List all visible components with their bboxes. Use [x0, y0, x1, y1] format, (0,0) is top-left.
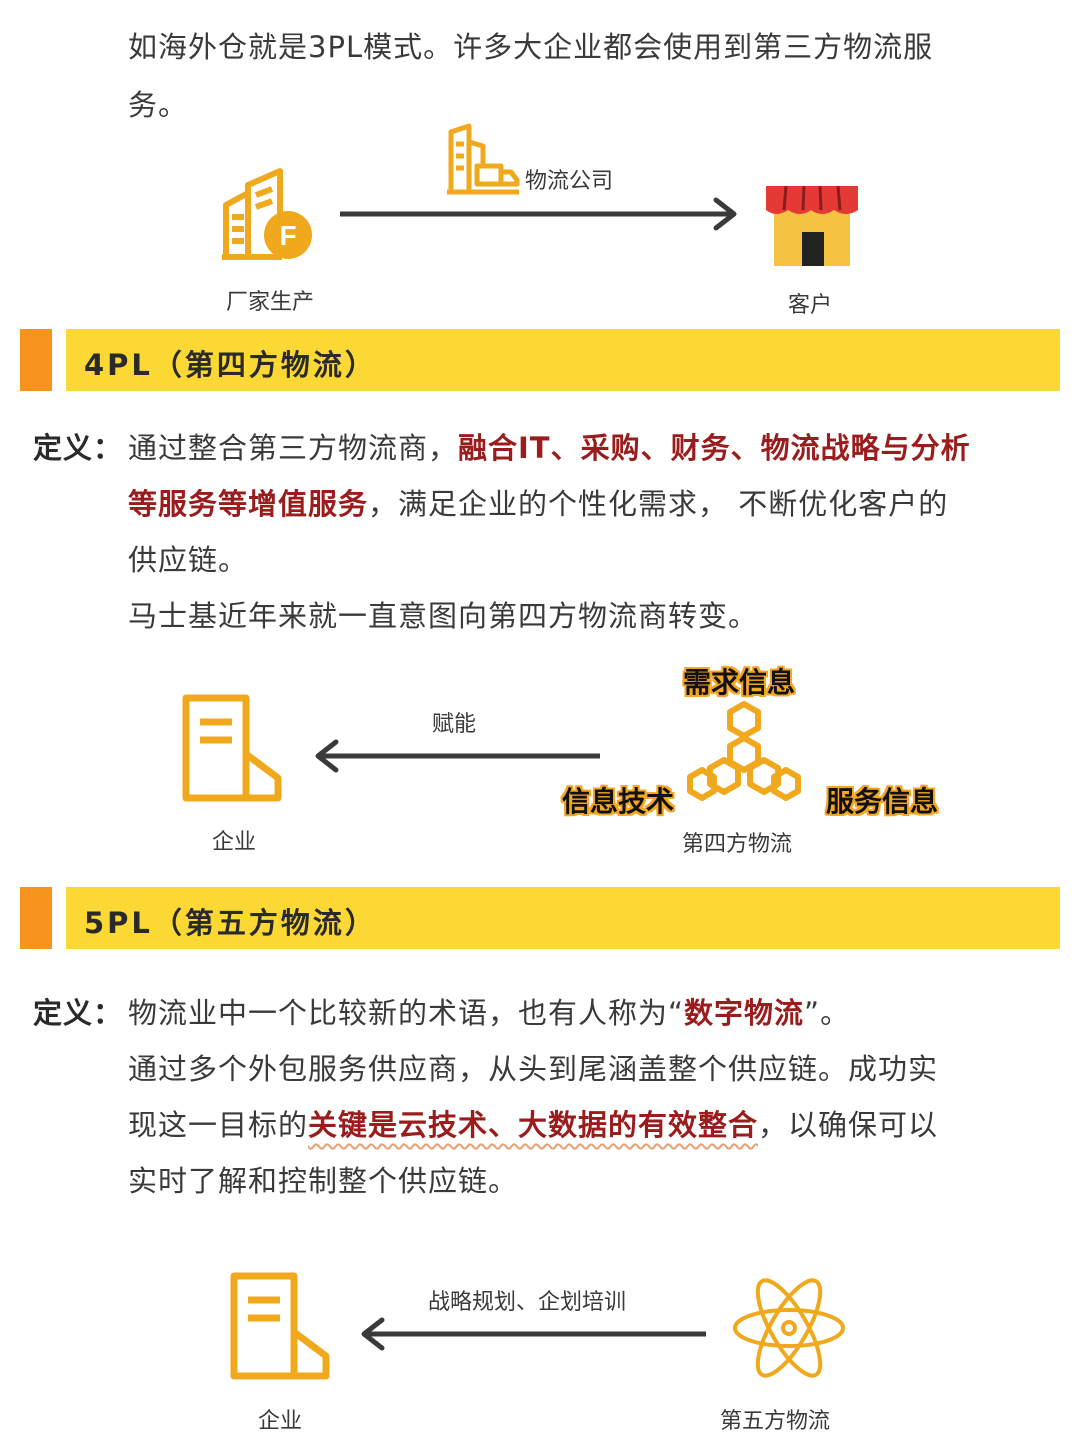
5pl-def-l1-highlight: 数字物流: [684, 996, 805, 1030]
5pl-arrow-label: 战略规划、企划培训: [428, 1290, 627, 1315]
4pl-def-label: 定义：: [33, 431, 124, 465]
shop-icon: [766, 185, 858, 266]
4pl-def-l1-plain: 通过整合第三方物流商，: [128, 431, 459, 465]
4pl-def-line-2: 等服务等增值服务，满足企业的个性化需求， 不断优化客户的: [128, 481, 948, 523]
5pl-def-l3-post: ，以确保可以: [758, 1108, 939, 1142]
4pl-def-line-4: 马士基近年来就一直意图向第四方物流商转变。: [128, 599, 759, 633]
svg-text:F: F: [279, 220, 296, 251]
4pl-provider-label: 第四方物流: [682, 832, 793, 857]
4pl-def-line-1: 通过整合第三方物流商，融合IT、采购、财务、物流战略与分析: [128, 425, 971, 467]
intro-line-2: 务。: [128, 88, 189, 122]
4pl-arrow: [315, 739, 600, 773]
5pl-def-line-3: 现这一目标的关键是云技术、大数据的有效整合，以确保可以: [128, 1102, 938, 1144]
section-4pl-title: 4PL（第四方物流）: [84, 348, 377, 382]
4pl-def-l2-plain: ，满足企业的个性化需求， 不断优化客户的: [368, 487, 949, 521]
5pl-provider-label: 第五方物流: [720, 1409, 831, 1434]
4pl-def-line-3: 供应链。: [128, 543, 249, 577]
5pl-def-label: 定义：: [33, 996, 124, 1030]
5pl-arrow: [361, 1317, 706, 1351]
5pl-enterprise-label: 企业: [258, 1409, 303, 1434]
document-building-icon: [182, 694, 282, 802]
section-4pl-banner: [66, 329, 1060, 391]
5pl-def-l3-pre: 现这一目标的: [128, 1108, 309, 1142]
3pl-target-label: 客户: [788, 293, 833, 318]
3pl-arrow: [340, 197, 737, 231]
hexagon-network-icon: [687, 701, 801, 801]
intro-line-1: 如海外仓就是3PL模式。许多大企业都会使用到第三方物流服: [128, 30, 934, 64]
4pl-enterprise-label: 企业: [212, 830, 257, 855]
section-5pl-accent: [20, 887, 52, 949]
4pl-def-l2-highlight: 等服务等增值服务: [128, 487, 369, 521]
5pl-def-l3-highlight: 关键是云技术、大数据的有效整合: [308, 1108, 759, 1142]
4pl-top-label: 需求信息: [683, 666, 796, 699]
5pl-def-line-2: 通过多个外包服务供应商，从头到尾涵盖整个供应链。成功实: [128, 1052, 939, 1086]
5pl-def-l1-end: ”。: [804, 996, 851, 1030]
atom-icon: [733, 1278, 845, 1378]
logistics-truck-icon: [447, 123, 520, 195]
3pl-carrier-label: 物流公司: [525, 169, 614, 194]
section-4pl-accent: [20, 329, 52, 391]
3pl-source-label: 厂家生产: [226, 290, 315, 315]
5pl-def-l1-plain: 物流业中一个比较新的术语，也有人称为“: [128, 996, 685, 1030]
section-5pl-banner: [66, 887, 1060, 949]
4pl-right-label: 服务信息: [826, 785, 939, 818]
5pl-def-line-1: 物流业中一个比较新的术语，也有人称为“数字物流”。: [128, 990, 850, 1032]
5pl-def-line-4: 实时了解和控制整个供应链。: [128, 1164, 519, 1198]
4pl-arrow-label: 赋能: [432, 712, 477, 737]
section-5pl-title: 5PL（第五方物流）: [84, 906, 377, 940]
4pl-left-label: 信息技术: [562, 785, 675, 818]
document-building-icon: [230, 1272, 330, 1380]
4pl-def-l1-highlight: 融合IT、采购、财务、物流战略与分析: [458, 431, 971, 465]
factory-icon: F: [222, 168, 312, 260]
